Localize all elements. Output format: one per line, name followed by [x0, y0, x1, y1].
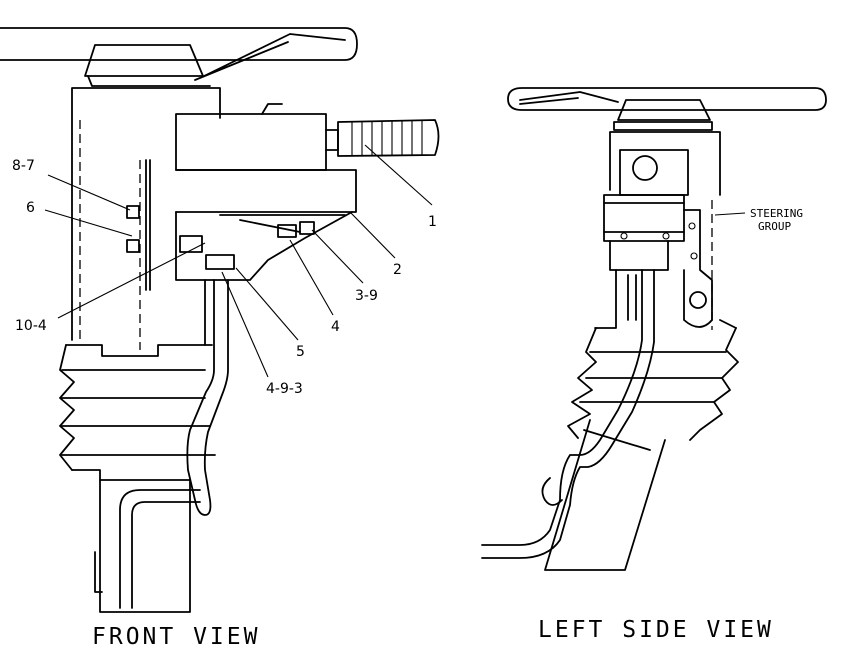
callout-2: 2	[393, 262, 402, 278]
callout-6: 6	[26, 200, 35, 216]
callout-4: 4	[331, 319, 340, 335]
front-view-title: FRONT VIEW	[92, 624, 260, 650]
callout-8-7: 8-7	[12, 158, 35, 174]
callout-labels: 1 2 3-9 4 5 4-9-3 10-4 6 8-7	[12, 158, 437, 397]
steering-group-leader	[714, 212, 746, 216]
callout-1: 1	[428, 214, 437, 230]
callout-10-4: 10-4	[15, 318, 47, 334]
callout-leaders	[44, 144, 433, 378]
steering-group-label-line2: GROUP	[758, 220, 791, 233]
callout-5: 5	[296, 344, 305, 360]
front-view-drawing	[0, 27, 440, 613]
callout-3-9: 3-9	[355, 288, 378, 304]
left-side-view-title: LEFT SIDE VIEW	[538, 617, 774, 643]
steering-group-label-line1: STEERING	[750, 207, 803, 220]
side-view-drawing	[481, 87, 827, 571]
callout-4-9-3: 4-9-3	[266, 381, 303, 397]
